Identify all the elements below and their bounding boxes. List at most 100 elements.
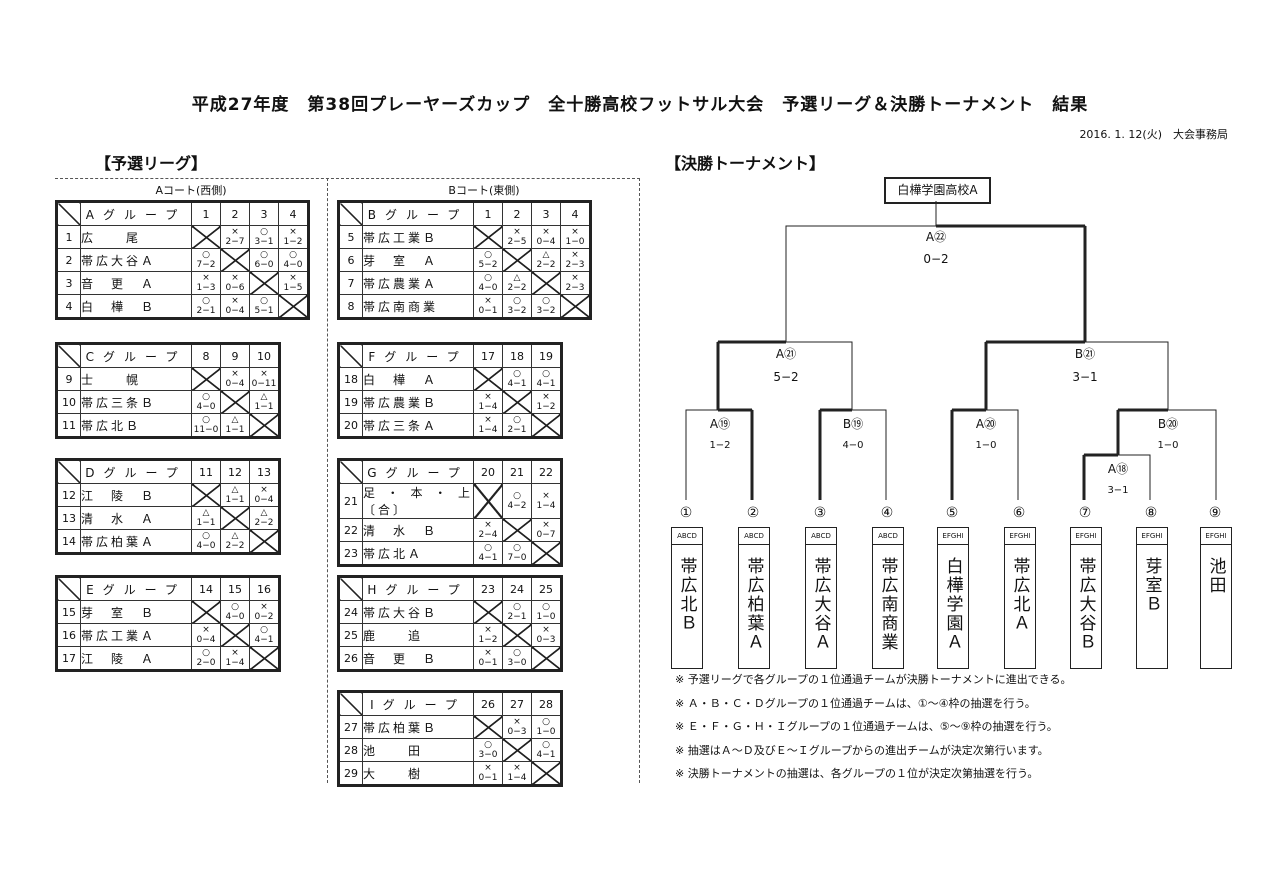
result-score: 1−4 — [507, 773, 527, 783]
team-name: 江 陵 Ａ — [80, 646, 192, 671]
result-cell: ×2−3 — [560, 248, 591, 272]
result-mark: × — [542, 227, 550, 237]
result-mark: △ — [260, 392, 268, 402]
result-score: 1−1 — [225, 495, 245, 505]
self-match-cell — [249, 413, 280, 438]
column-number: 26 — [473, 691, 503, 716]
result-score: 0−4 — [536, 237, 556, 247]
sf1-score: 5−2 — [773, 370, 799, 384]
team-number: 8 — [338, 294, 363, 319]
result-score: 0−7 — [536, 530, 556, 540]
result-mark: × — [289, 227, 297, 237]
column-number: 3 — [249, 201, 279, 226]
self-match-cell — [473, 225, 503, 249]
column-number: 22 — [531, 459, 562, 484]
result-score: 2−2 — [254, 518, 274, 528]
slot-tag: ABCD — [806, 528, 836, 545]
result-mark: △ — [542, 250, 550, 260]
group-name: Aグループ — [80, 201, 192, 226]
result-cell: ×0−4 — [249, 483, 280, 507]
result-mark: × — [571, 227, 579, 237]
result-cell: △2−2 — [249, 506, 280, 530]
team-name: 広 尾 — [80, 225, 192, 249]
result-mark: △ — [513, 273, 521, 283]
result-mark: × — [231, 648, 239, 658]
result-mark: × — [260, 602, 268, 612]
team-name: 音 更 Ｂ — [362, 646, 474, 671]
slot-number: ⑧ — [1144, 505, 1158, 521]
team-name: 帯広北Ａ — [362, 541, 474, 566]
team-name: 白 樺 Ｂ — [80, 294, 192, 319]
result-cell: ○5−2 — [473, 248, 503, 272]
result-score: 0−4 — [225, 306, 245, 316]
result-mark: ○ — [513, 543, 521, 553]
team-name: 帯広工業Ｂ — [362, 225, 474, 249]
result-mark: ○ — [542, 296, 550, 306]
result-cell: △1−1 — [191, 506, 221, 530]
result-cell: ○11−0 — [191, 413, 221, 438]
final-label: A㉒ — [925, 230, 947, 244]
result-cell: ○4−0 — [220, 600, 250, 624]
column-number: 27 — [502, 691, 532, 716]
team-name: 士 幌 — [80, 367, 192, 391]
column-number: 17 — [473, 343, 503, 368]
result-score: 3−1 — [254, 237, 274, 247]
result-score: 2−1 — [507, 612, 527, 622]
result-score: 4−0 — [478, 283, 498, 293]
group-name: Iグループ — [362, 691, 474, 716]
result-mark: × — [542, 491, 550, 501]
team-number: 24 — [338, 600, 363, 624]
self-match-cell — [531, 271, 561, 295]
result-score: 2−3 — [565, 260, 585, 270]
result-mark: × — [231, 296, 239, 306]
slot-number: ⑤ — [945, 505, 959, 521]
result-cell: ○4−1 — [473, 541, 503, 566]
result-mark: × — [484, 625, 492, 635]
result-cell: ×1−4 — [473, 390, 503, 414]
slot-number: ⑦ — [1078, 505, 1092, 521]
team-number: 29 — [338, 761, 363, 786]
result-mark: ○ — [260, 296, 268, 306]
slot-box: ABCD 帯広大谷Ａ — [805, 527, 837, 669]
note-line: ※ Ａ・Ｂ・Ｃ・Ｄグループの１位通過チームは、①〜④枠の抽選を行う。 — [675, 696, 1036, 710]
date-line: 2016. 1. 12(火) 大会事務局 — [1079, 128, 1228, 141]
result-score: 2−2 — [536, 260, 556, 270]
result-cell: ×1−0 — [560, 225, 591, 249]
result-score: 4−0 — [283, 260, 303, 270]
result-mark: × — [484, 648, 492, 658]
column-number: 4 — [278, 201, 309, 226]
result-score: 4−0 — [196, 541, 216, 551]
team-name: 足・本・上〔合〕 — [362, 483, 474, 519]
result-mark: ○ — [484, 740, 492, 750]
qf2-label: B⑲ — [842, 417, 864, 431]
result-mark: ○ — [260, 250, 268, 260]
slot-team: 帯広大谷Ａ — [810, 557, 831, 652]
self-match-cell — [220, 506, 250, 530]
result-score: 7−2 — [196, 260, 216, 270]
result-score: 4−0 — [196, 402, 216, 412]
result-cell: ○2−1 — [191, 294, 221, 319]
result-score: 1−4 — [478, 425, 498, 435]
result-score: 0−2 — [254, 612, 274, 622]
corner-cell — [338, 691, 363, 716]
result-cell: ○5−1 — [249, 294, 279, 319]
result-mark: × — [484, 415, 492, 425]
final-score: 0−2 — [923, 252, 949, 266]
result-mark: ○ — [542, 602, 550, 612]
sf2-label: B㉑ — [1074, 347, 1096, 361]
result-mark: ○ — [484, 250, 492, 260]
